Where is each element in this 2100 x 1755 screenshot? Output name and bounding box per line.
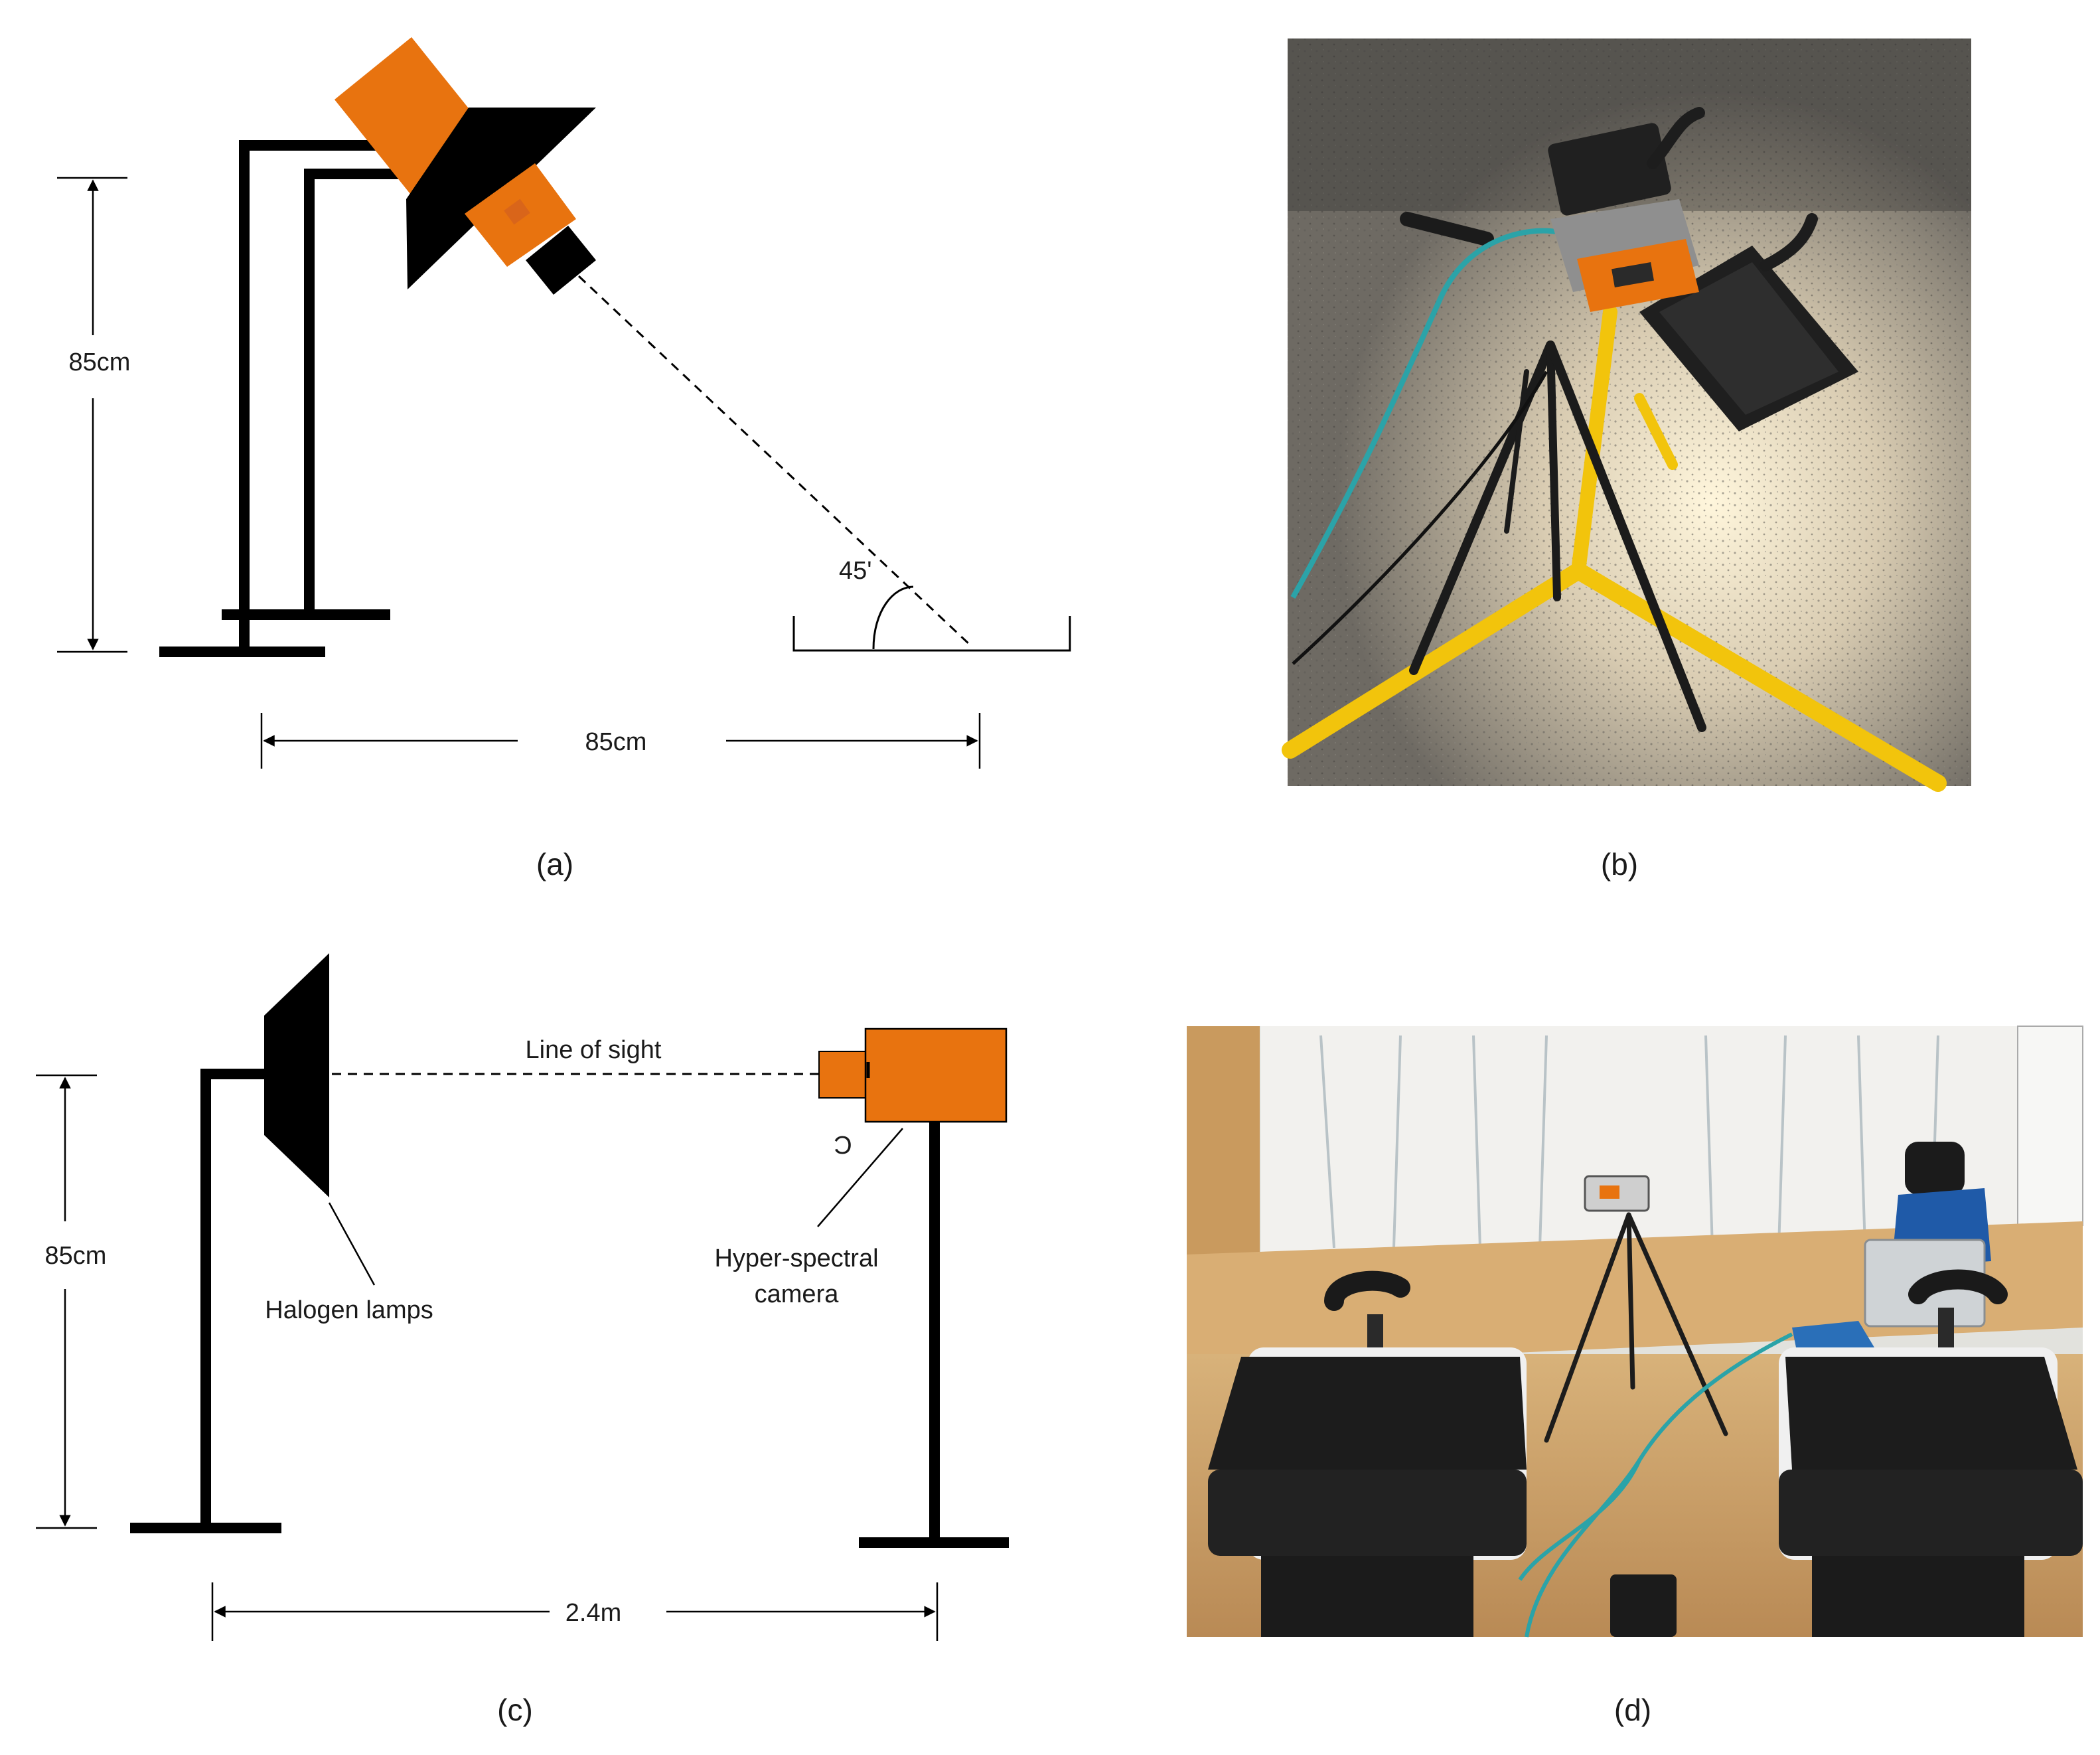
hyperspectral-camera-b — [1550, 199, 1699, 312]
teal-cables-d — [1518, 1332, 1793, 1638]
camera-c — [818, 1028, 1008, 1123]
caption-b: (b) — [1601, 847, 1638, 881]
lamp-callout-line — [328, 1202, 376, 1286]
height-dimension-c: 85cm — [36, 1074, 107, 1529]
curtains — [1261, 1026, 2018, 1259]
distance-dimension-c: 2.4m — [211, 1582, 938, 1641]
distance-label-c: 2.4m — [565, 1599, 621, 1627]
height-dimension-a: 85cm — [57, 177, 131, 653]
height-label-a: 85cm — [69, 348, 131, 376]
lamp-label-c: Halogen lamps — [265, 1296, 433, 1324]
lamp-stand-front — [222, 169, 431, 620]
line-of-sight-a — [577, 275, 972, 647]
small-glyph-c: C — [834, 1130, 852, 1158]
angle-arc-a — [872, 585, 914, 650]
caption-a: (a) — [536, 847, 573, 881]
camera-callout-line — [817, 1128, 903, 1227]
width-dimension-a: 85cm — [260, 713, 981, 769]
height-label-c: 85cm — [45, 1242, 107, 1270]
width-label-a: 85cm — [585, 728, 647, 756]
caption-d: (d) — [1614, 1693, 1651, 1727]
panel-a: 85cm 45' — [57, 37, 1071, 881]
camera-lens-c — [818, 1051, 866, 1099]
panel-d: (d) — [1187, 1026, 2083, 1727]
yellow-tripod — [1282, 305, 1947, 792]
line-of-sight-label: Line of sight — [526, 1036, 662, 1064]
caption-c: (c) — [497, 1693, 533, 1727]
halogen-lamp-right-d — [1779, 1269, 2083, 1637]
camera-lens-a — [526, 226, 596, 295]
angle-label-a: 45' — [839, 557, 872, 585]
sample-tray-a — [792, 616, 1071, 652]
lamp-stand-c — [130, 1069, 281, 1533]
tripod-background — [1544, 1212, 1728, 1443]
camera-label-c-line1: Hyper-spectral — [714, 1245, 878, 1272]
panel-c: 85cm Line of sight C Halogen lamps Hyper… — [36, 953, 1009, 1727]
camera-assembly-a — [335, 37, 596, 295]
halogen-lamp-c — [264, 953, 329, 1197]
camera-body-c — [864, 1028, 1008, 1123]
camera-stand-c — [859, 1122, 1009, 1548]
photo-indoor-setup — [1187, 1026, 2083, 1638]
photo-tripod-outdoor — [1282, 38, 1971, 792]
teal-cable — [1290, 228, 1560, 599]
halogen-lamp-left-d — [1208, 1270, 1527, 1637]
camera-label-c-line2: camera — [755, 1280, 840, 1308]
panel-b: (b) — [1282, 38, 1971, 881]
